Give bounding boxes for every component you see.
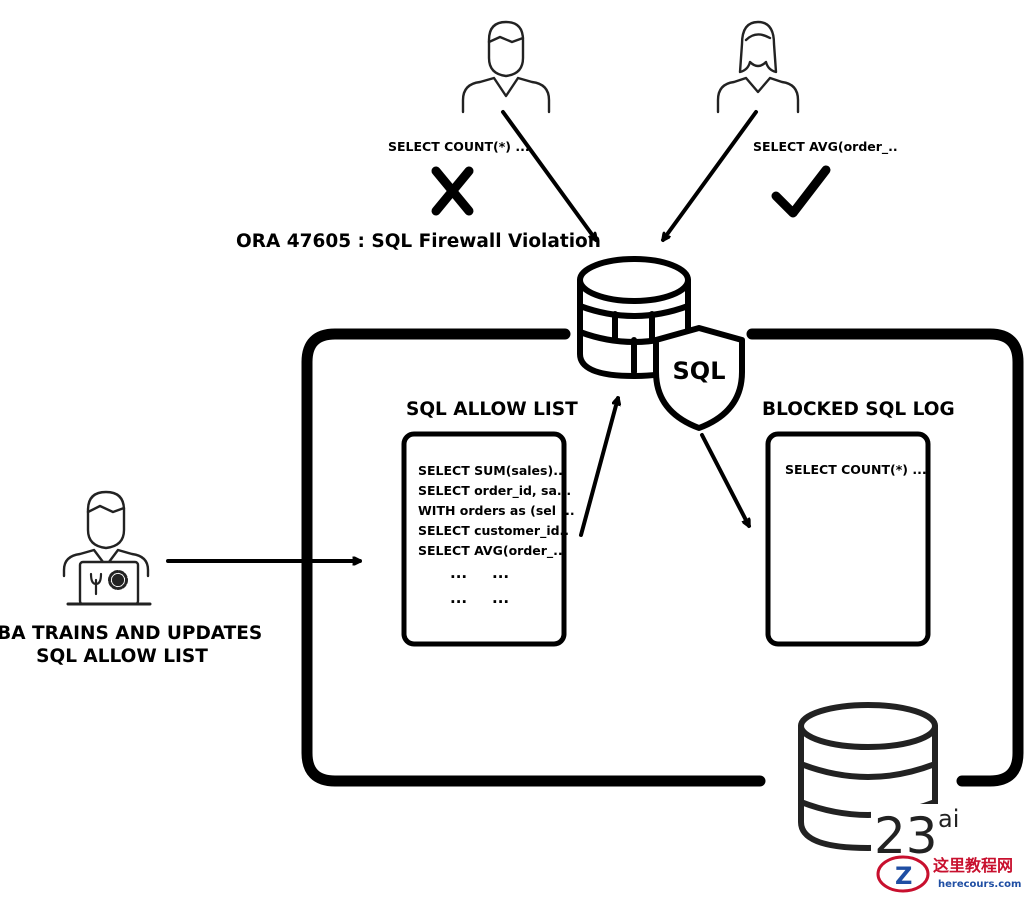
wrench-gear-icon	[89, 570, 128, 596]
list-item: WITH orders as (sel ...	[418, 503, 575, 518]
watermark-chinese: 这里教程网	[933, 856, 1013, 875]
arrow-user-to-firewall	[501, 110, 598, 242]
list-item: SELECT order_id, sa...	[418, 483, 571, 499]
cross-icon	[431, 166, 474, 216]
allow-list-title: SQL ALLOW LIST	[406, 399, 578, 420]
dba-caption-line1: DBA TRAINS AND UPDATES	[0, 623, 262, 644]
check-icon	[771, 165, 831, 218]
watermark-site: herecours.com	[938, 879, 1021, 890]
ellipsis: ...	[492, 589, 509, 607]
dba-caption-line2: SQL ALLOW LIST	[36, 646, 208, 667]
version-suffix: ai	[938, 805, 959, 833]
dba-user-icon	[62, 490, 152, 606]
arrow-user-to-firewall	[661, 110, 758, 242]
list-item: SELECT AVG(order_..	[418, 543, 563, 559]
site-watermark: Z 这里教程网 herecours.com	[876, 855, 1021, 893]
list-item: SELECT customer_id..	[418, 523, 569, 539]
blocked-log-title: BLOCKED SQL LOG	[762, 399, 955, 420]
user-icon	[461, 20, 551, 114]
arrow-firewall-to-blockedlog	[700, 433, 751, 528]
allow-list-panel	[401, 431, 567, 647]
list-item: SELECT COUNT(*) ...	[785, 462, 927, 477]
list-item: SELECT SUM(sales)..	[418, 463, 563, 478]
sql-badge-label: SQL	[673, 357, 726, 385]
z-logo-icon: Z	[895, 862, 912, 890]
version-label-background	[871, 804, 968, 860]
denied-query-text: SELECT COUNT(*) ...	[388, 139, 530, 154]
user-icon	[716, 20, 800, 114]
error-message: ORA 47605 : SQL Firewall Violation	[236, 231, 601, 252]
version-number: 23	[874, 807, 938, 865]
allowed-query-text: SELECT AVG(order_..	[753, 139, 898, 155]
ellipsis: ...	[492, 564, 509, 582]
arrow-allowlist-to-firewall	[579, 396, 618, 537]
ellipsis: ...	[450, 589, 467, 607]
sql-shield-icon: SQL	[653, 325, 745, 431]
ellipsis: ...	[450, 564, 467, 582]
database-boundary-frame	[301, 328, 1024, 787]
blocked-log-panel	[765, 431, 931, 647]
